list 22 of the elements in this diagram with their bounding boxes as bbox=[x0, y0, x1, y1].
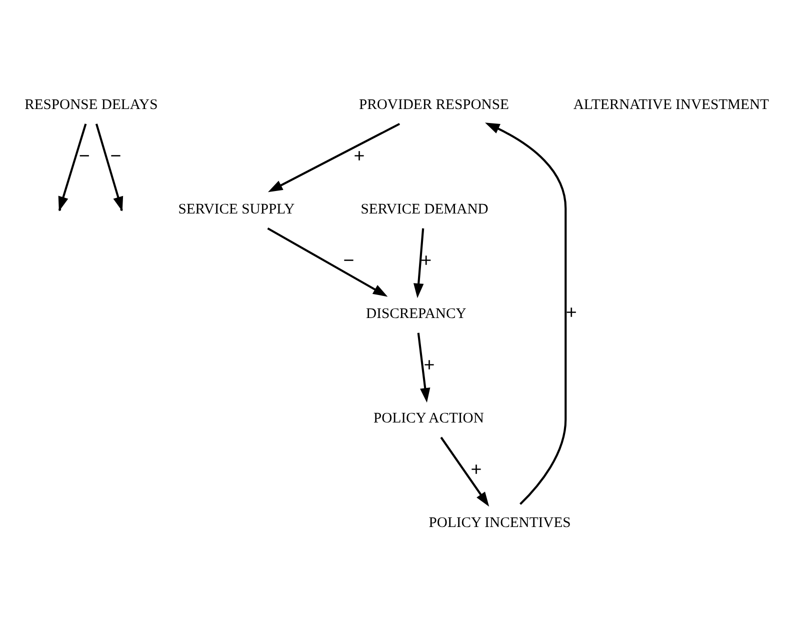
node-text: DISCREPANCY bbox=[366, 306, 466, 322]
edge-label: + bbox=[470, 458, 482, 480]
node-text: POLICY ACTION bbox=[374, 410, 484, 426]
node-text: PROVIDER RESPONSE bbox=[358, 96, 509, 113]
arrow bbox=[413, 228, 424, 298]
label: ALTERNATIVE INVESTMENT bbox=[573, 96, 770, 113]
arrow bbox=[440, 436, 490, 507]
arrow bbox=[268, 122, 400, 192]
edge-label: + bbox=[354, 144, 365, 166]
arrow bbox=[485, 122, 567, 505]
arrow bbox=[417, 332, 430, 403]
arrow bbox=[267, 227, 388, 297]
node-text: RESPONSE DELAYS bbox=[24, 96, 158, 113]
edge-label: − bbox=[110, 144, 122, 166]
edge-label: − bbox=[343, 249, 354, 270]
node-text: POLICY INCENTIVES bbox=[428, 514, 571, 531]
edge-label: + bbox=[566, 302, 577, 323]
edge-label: − bbox=[78, 144, 90, 166]
node-text: SERVICE DEMAND bbox=[360, 201, 488, 218]
node-text: SERVICE SUPPLY bbox=[178, 201, 295, 218]
edge-label: + bbox=[420, 249, 432, 270]
edge-label: + bbox=[424, 354, 435, 375]
